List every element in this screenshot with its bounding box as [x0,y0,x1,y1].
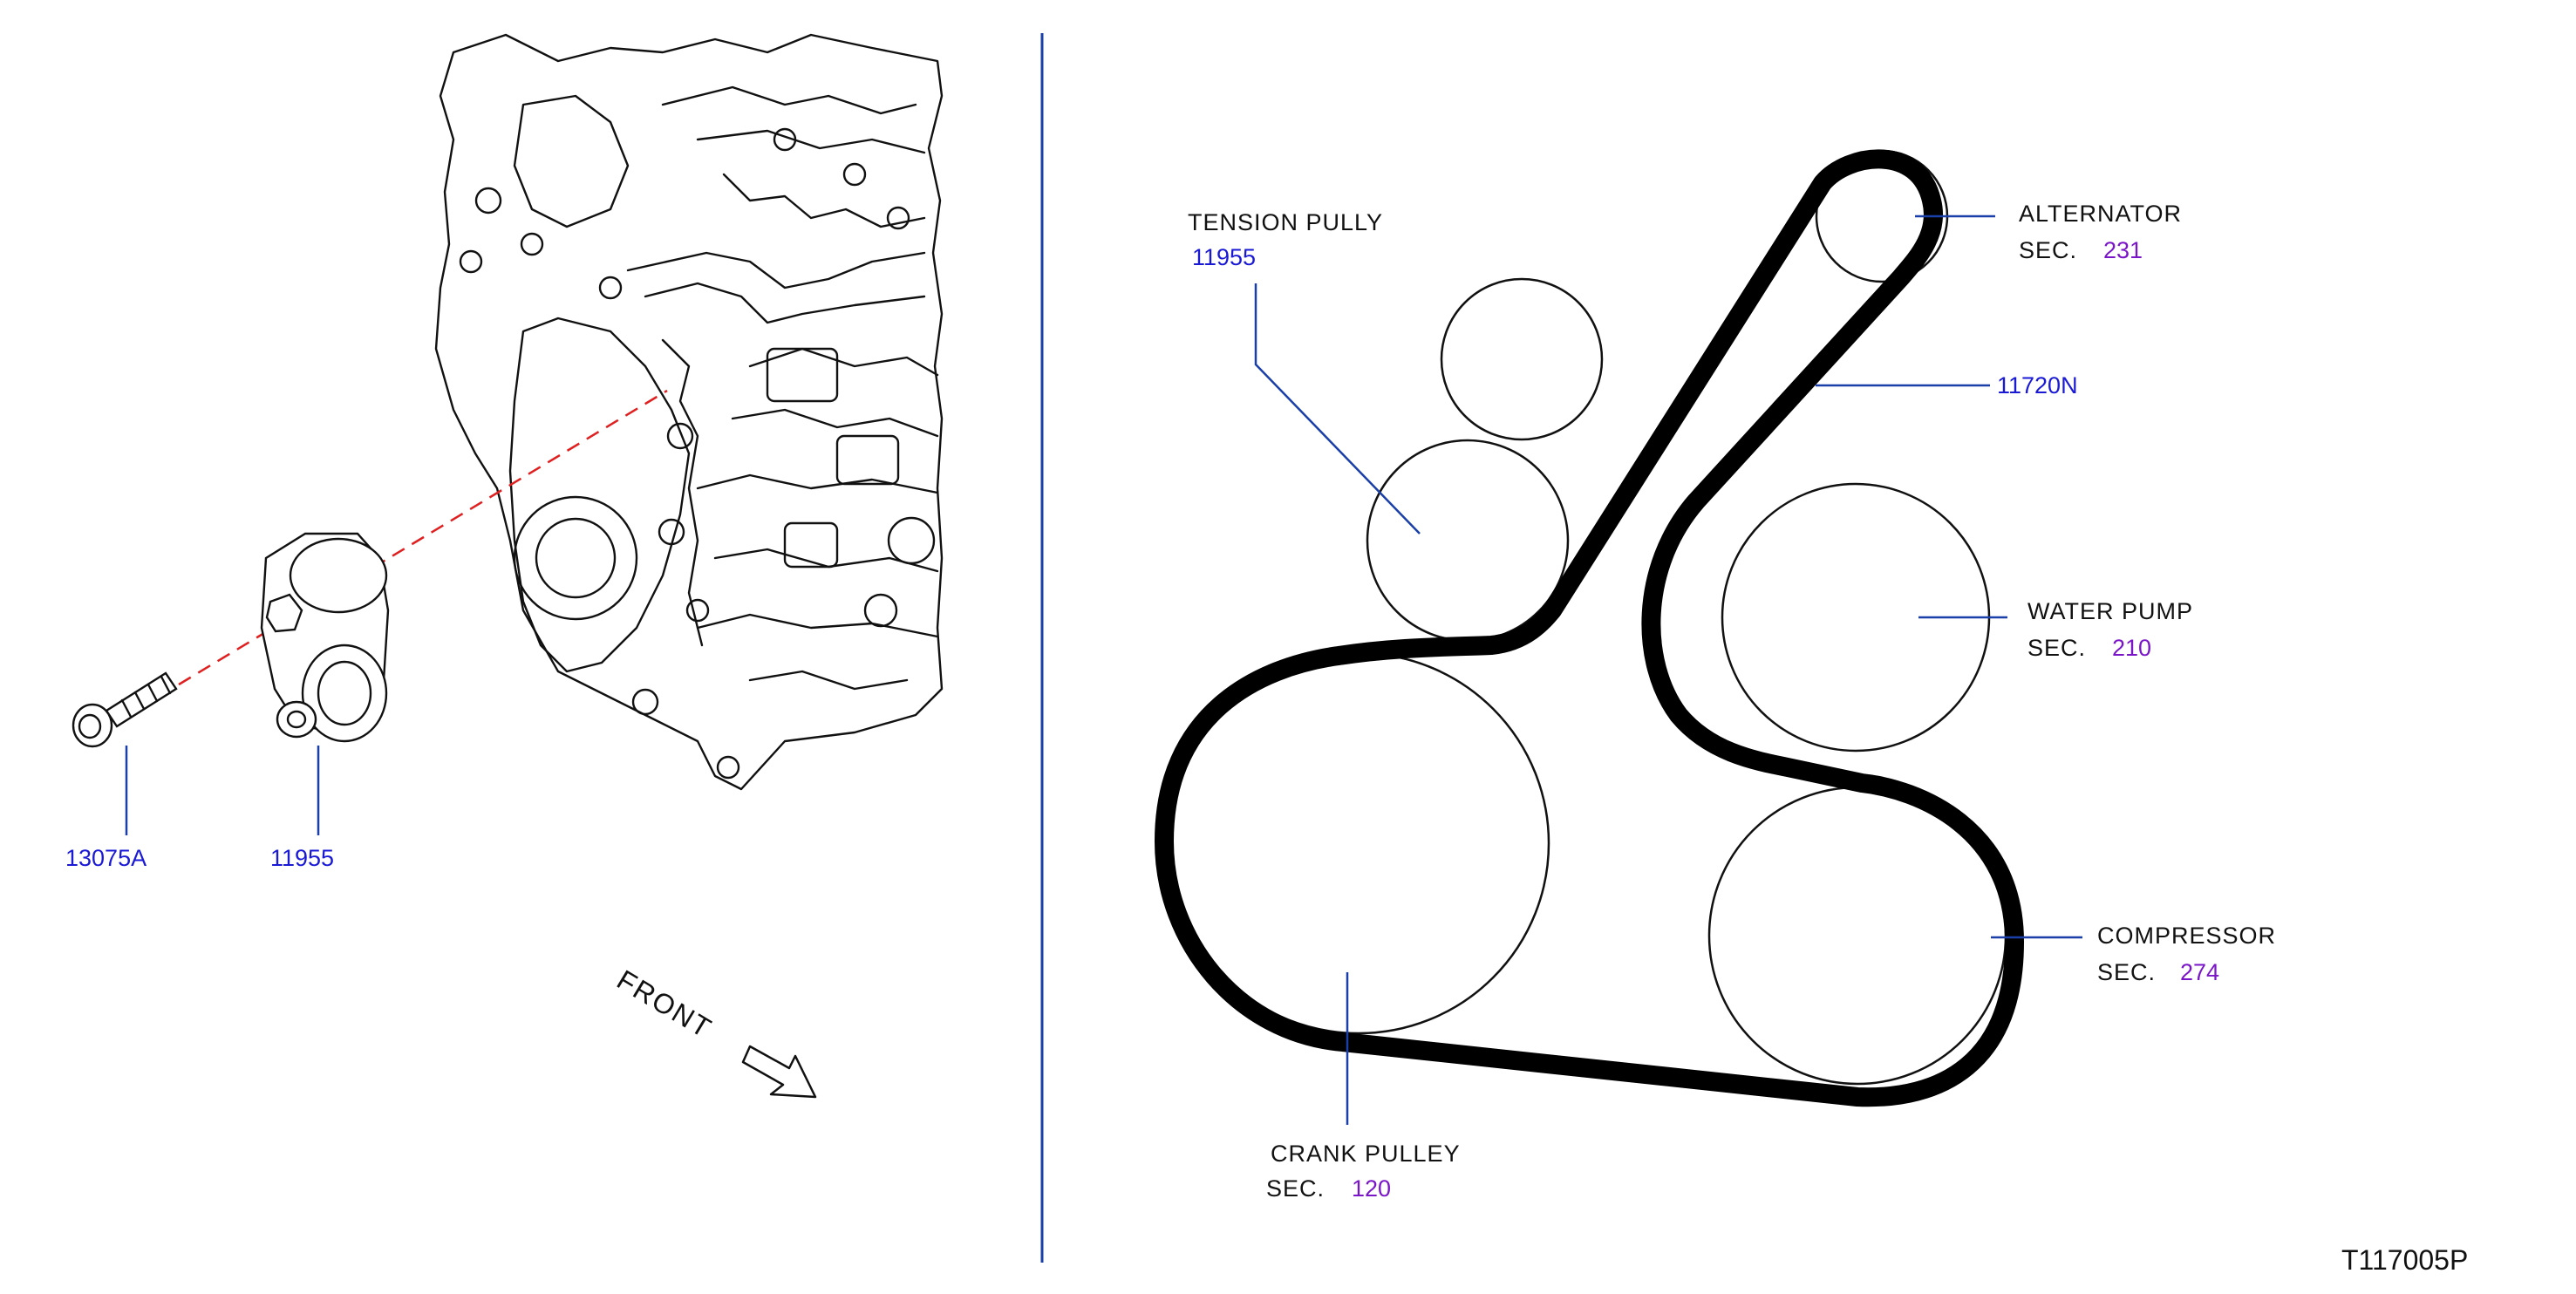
leader-tension-pulley [1254,283,1421,535]
front-label: FRONT [611,964,718,1045]
crank-pulley-sec-label: SEC. [1266,1175,1325,1202]
alternator-sec-label: SEC. [2019,237,2077,263]
compressor-name: COMPRESSOR [2097,923,2276,949]
belt-part-number: 11720N [1997,372,2078,398]
idler-pulley [1440,277,1604,441]
crank-pulley-sec-number: 120 [1352,1175,1391,1202]
callout-11955-left: 11955 [270,845,334,871]
bolt-13075a [72,671,178,748]
compressor-sec-label: SEC. [2097,959,2156,985]
mounting-axis-dashed-line [178,389,668,686]
belt-routing-diagram [1155,149,2024,1107]
alternator-name: ALTERNATOR [2019,201,2182,227]
crank-pulley-name: CRANK PULLEY [1271,1141,1461,1167]
tension-pulley [1366,439,1570,643]
compressor-sec-number: 274 [2180,959,2219,985]
water-pump-sec-number: 210 [2112,635,2151,661]
tension-pulley-part-number: 11955 [1192,244,1256,270]
tension-pulley-name: TENSION PULLY [1188,209,1383,235]
engine-illustration [434,33,944,791]
figure-code: T117005P [2341,1244,2468,1276]
callout-13075a: 13075A [65,845,147,871]
tensioner-assembly [260,532,390,743]
front-arrow-icon [741,1045,817,1099]
alternator-sec-number: 231 [2103,237,2143,263]
water-pump-sec-label: SEC. [2027,635,2086,661]
drive-belt [1155,149,2024,1107]
water-pump-name: WATER PUMP [2027,598,2193,624]
